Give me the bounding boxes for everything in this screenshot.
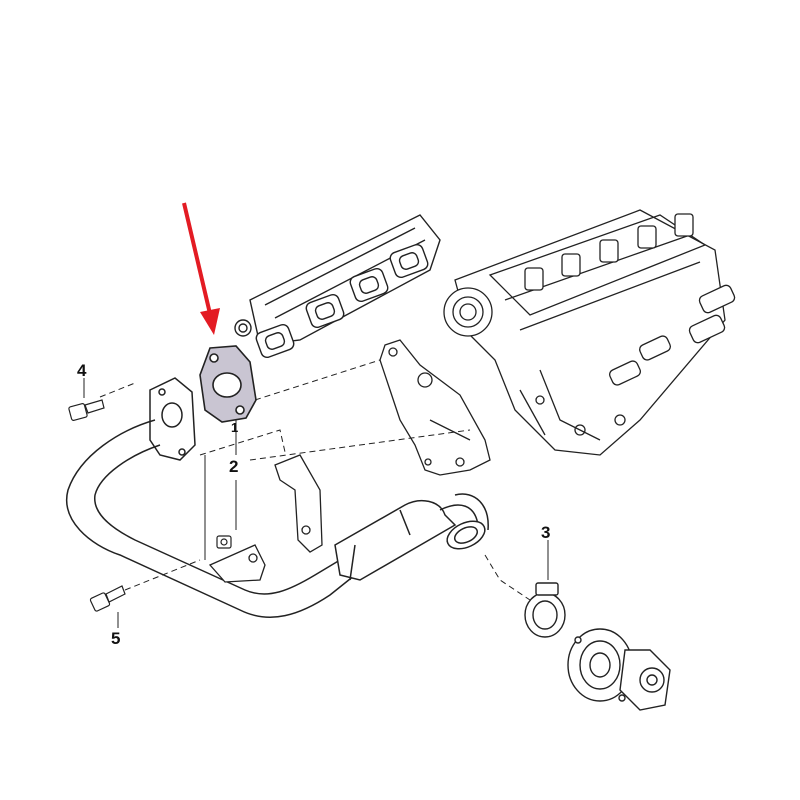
bolt-4 [68, 399, 105, 421]
nut-2 [216, 535, 232, 549]
egr-gasket [199, 345, 257, 423]
cam-cap-row [524, 213, 694, 291]
throttle-body [443, 287, 493, 337]
support-strap [208, 454, 323, 583]
callout-1: 1 [231, 420, 239, 435]
arrow-down-right-icon [182, 202, 220, 335]
manifold-flange-4 [389, 243, 429, 279]
manifold-flange-3 [349, 267, 389, 303]
mounting-bracket [379, 339, 491, 476]
exhaust-manifold [234, 214, 441, 359]
intake-ports [609, 284, 736, 386]
bolt-5 [89, 585, 126, 612]
cylinder-head [443, 209, 736, 456]
callout-2: 2 [229, 457, 239, 476]
manifold-flange-1 [255, 323, 295, 359]
callout-5: 5 [111, 629, 121, 648]
egr-valve [567, 628, 671, 711]
manifold-flange-2 [305, 293, 345, 329]
egr-pipe [65, 377, 489, 618]
callout-4: 4 [77, 361, 87, 380]
leader-lines [83, 359, 549, 628]
hose-clamp [524, 582, 566, 638]
callout-3: 3 [541, 523, 551, 542]
